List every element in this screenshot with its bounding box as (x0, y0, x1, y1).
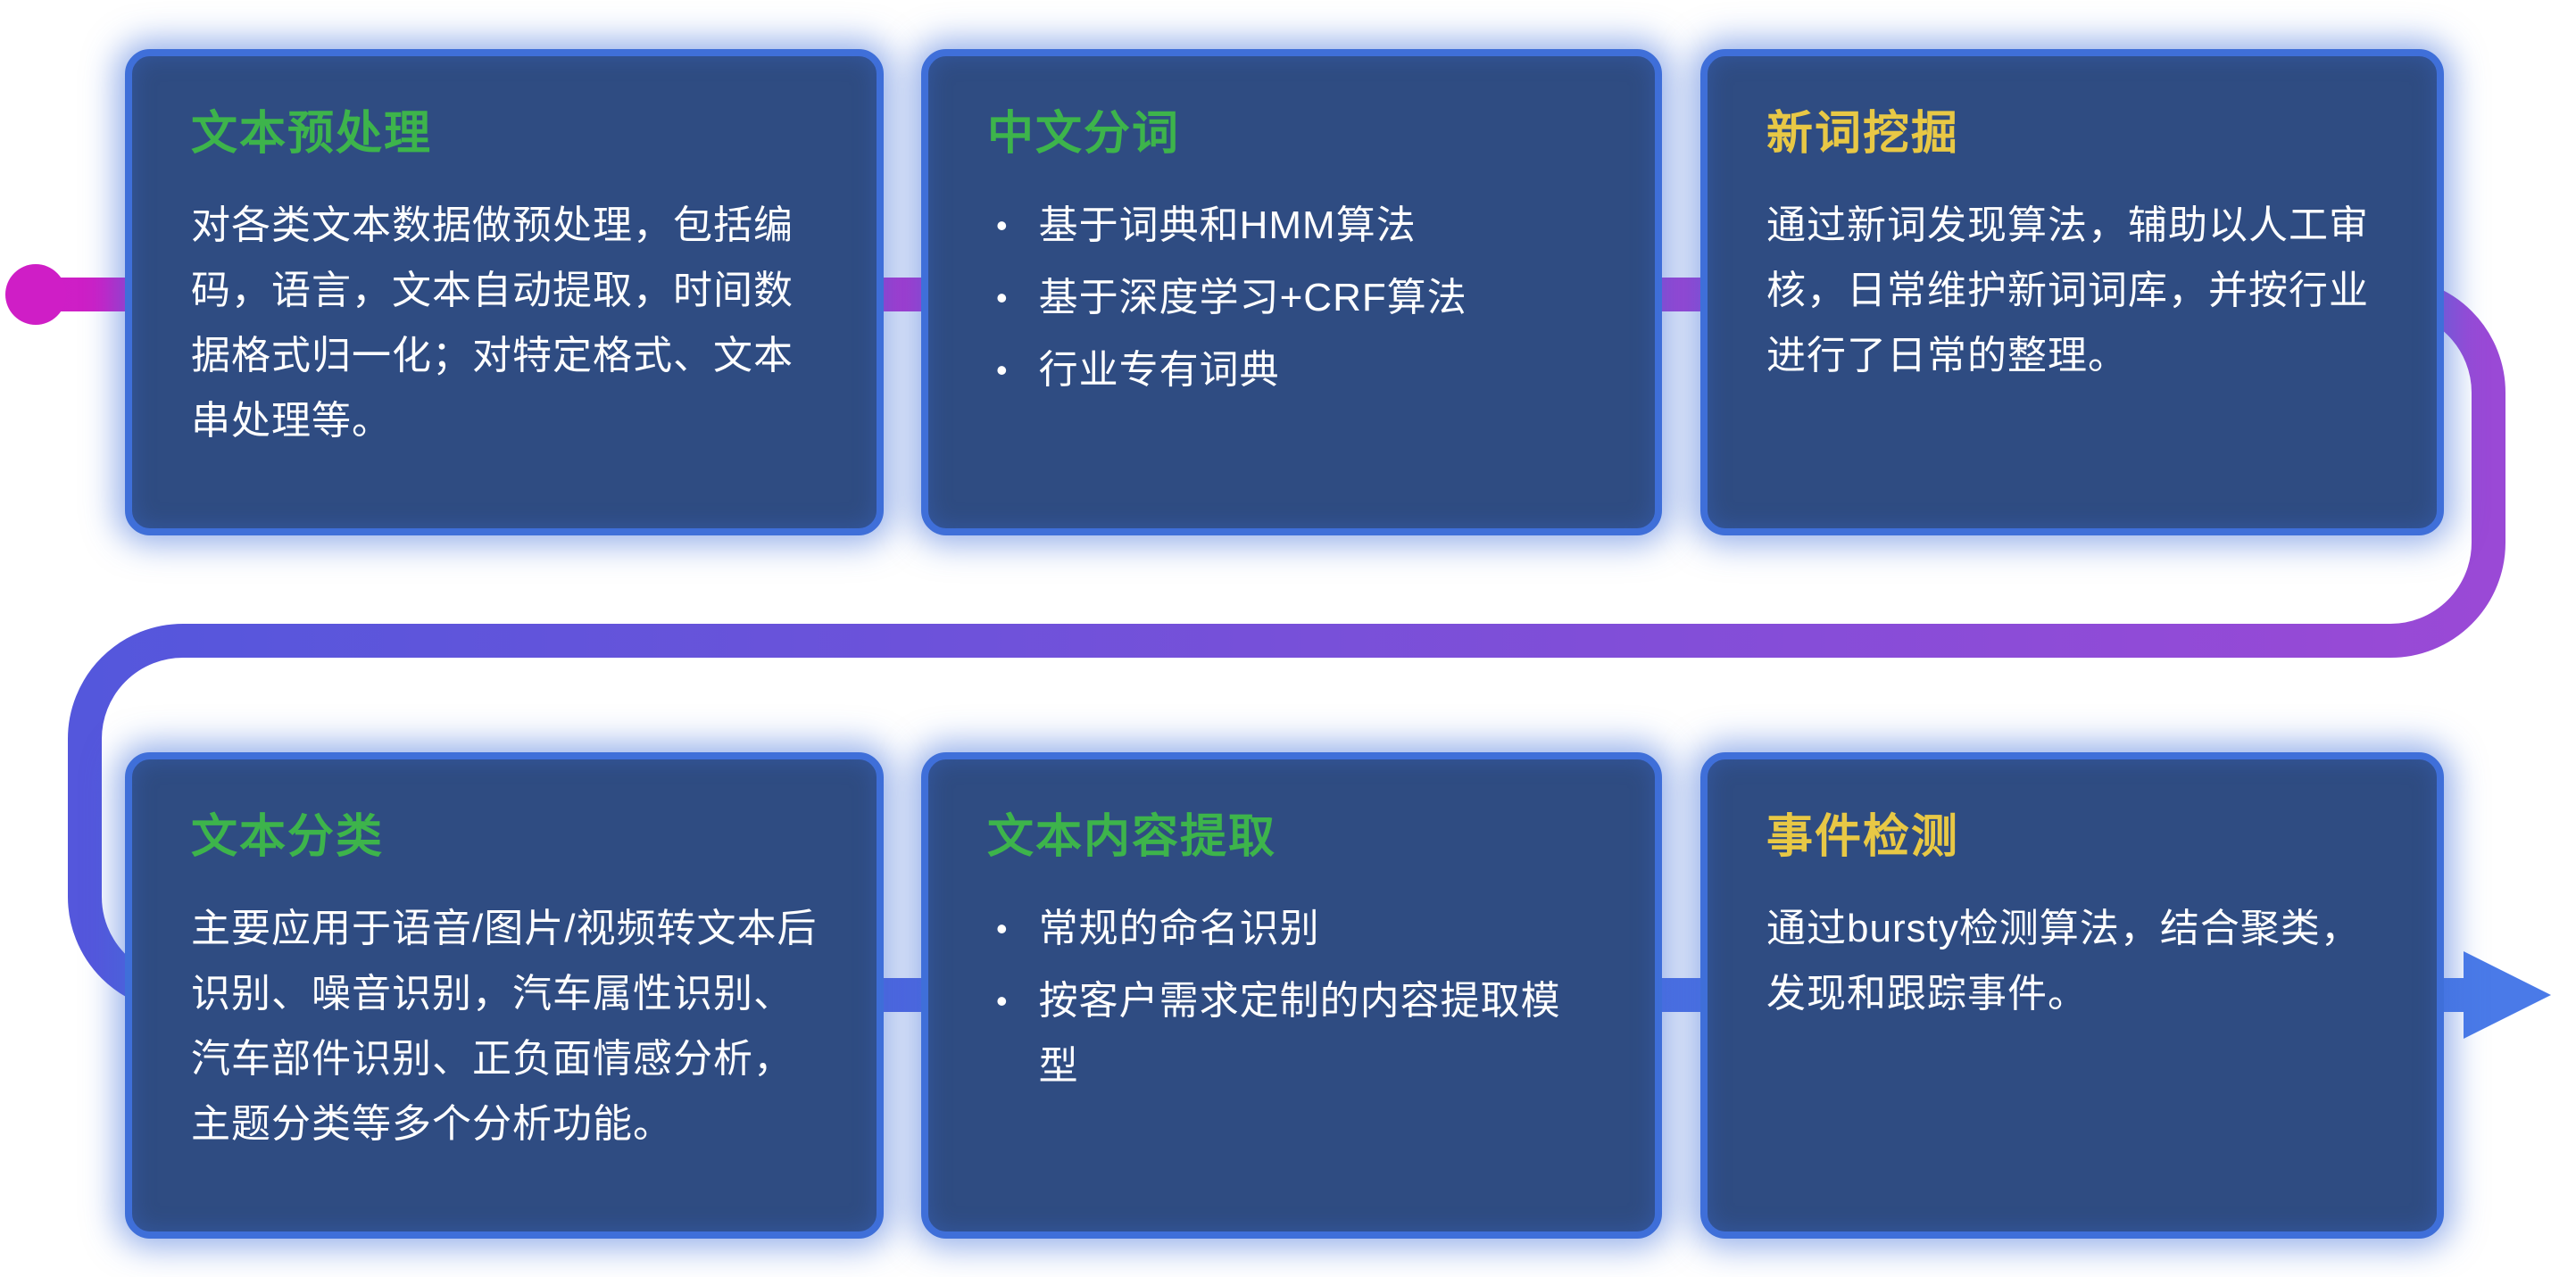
bullet-item: • 常规的命名识别 (987, 896, 1596, 961)
card-title: 事件检测 (1766, 811, 1960, 863)
bullet-text: 按客户需求定制的内容提取模型 (1038, 979, 1561, 1089)
card-text-content-extraction: 文本内容提取 • 常规的命名识别 • 按客户需求定制的内容提取模型 (921, 752, 1662, 1239)
card-event-detection: 事件检测 通过bursty检测算法，结合聚类，发现和跟踪事件。 (1700, 752, 2444, 1239)
bullet-item: • 按客户需求定制的内容提取模型 (987, 968, 1596, 1099)
bullet-icon: • (996, 279, 1009, 317)
bullet-item: • 行业专有词典 (987, 337, 1596, 402)
card-title: 新词挖掘 (1766, 108, 1960, 160)
card-title: 文本分类 (191, 811, 385, 863)
card-chinese-word-segmentation: 中文分词 • 基于词典和HMM算法 • 基于深度学习+CRF算法 • 行业专有词… (921, 49, 1662, 535)
bullet-icon: • (996, 983, 1009, 1020)
flow-segment-middle (68, 464, 2505, 821)
bullet-list: • 常规的命名识别 • 按客户需求定制的内容提取模型 (987, 896, 1596, 1099)
bullet-list: • 基于词典和HMM算法 • 基于深度学习+CRF算法 • 行业专有词典 (987, 193, 1596, 402)
bullet-icon: • (996, 352, 1009, 389)
bullet-item: • 基于深度学习+CRF算法 (987, 265, 1596, 330)
card-paragraph: 通过bursty检测算法，结合聚类，发现和跟踪事件。 (1766, 907, 2361, 1016)
card-title: 文本内容提取 (987, 811, 1277, 863)
card-text-classification: 文本分类 主要应用于语音/图片/视频转文本后识别、噪音识别，汽车属性识别、汽车部… (125, 752, 884, 1239)
bullet-icon: • (996, 910, 1009, 947)
bullet-item: • 基于词典和HMM算法 (987, 193, 1596, 258)
bullet-text: 基于深度学习+CRF算法 (1038, 276, 1467, 320)
flow-end-arrow-icon (2464, 951, 2551, 1039)
bullet-text: 常规的命名识别 (1038, 907, 1320, 950)
bullet-text: 基于词典和HMM算法 (1038, 203, 1417, 247)
flow-start-dot-icon (5, 264, 66, 325)
card-text-preprocessing: 文本预处理 对各类文本数据做预处理，包括编码，语言，文本自动提取，时间数据格式归… (125, 49, 884, 535)
card-paragraph: 通过新词发现算法，辅助以人工审核，日常维护新词词库，并按行业进行了日常的整理。 (1766, 203, 2369, 378)
bullet-icon: • (996, 207, 1009, 244)
card-new-word-mining: 新词挖掘 通过新词发现算法，辅助以人工审核，日常维护新词词库，并按行业进行了日常… (1700, 49, 2444, 535)
card-title: 中文分词 (987, 108, 1181, 160)
card-paragraph: 对各类文本数据做预处理，包括编码，语言，文本自动提取，时间数据格式归一化；对特定… (191, 203, 794, 444)
card-title: 文本预处理 (191, 108, 433, 160)
bullet-text: 行业专有词典 (1038, 348, 1280, 393)
card-paragraph: 主要应用于语音/图片/视频转文本后识别、噪音识别，汽车属性识别、汽车部件识别、正… (191, 907, 818, 1147)
